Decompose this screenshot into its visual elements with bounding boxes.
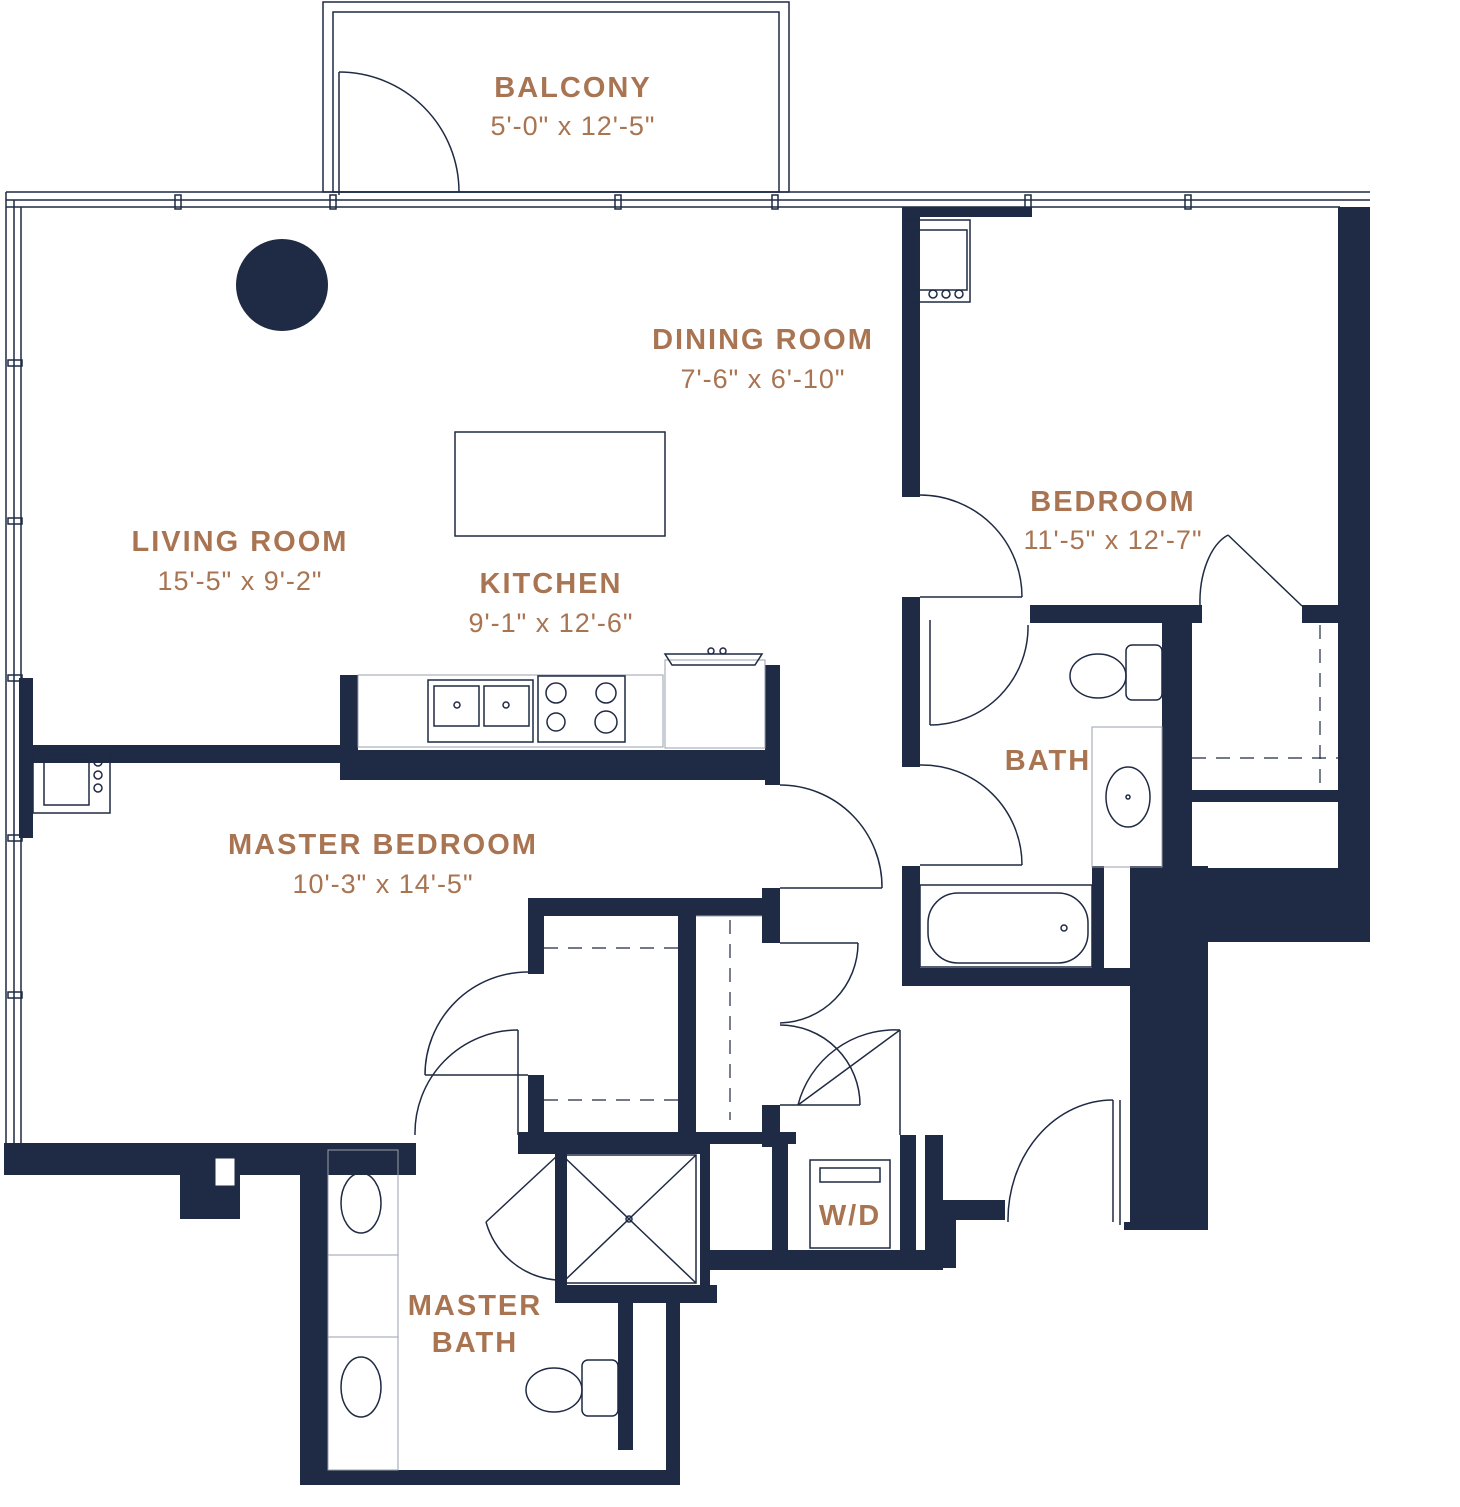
dining-room-name: DINING ROOM — [652, 324, 874, 356]
balcony-name: BALCONY — [494, 72, 651, 104]
dining-room-dims: 7'-6" x 6'-10" — [680, 364, 845, 394]
master-bath-name-line1: MASTER — [408, 1290, 542, 1322]
bath-name: BATH — [1005, 745, 1091, 777]
kitchen-fixtures — [32, 219, 971, 814]
master-bath-name-line2: BATH — [432, 1327, 518, 1359]
kitchen-name: KITCHEN — [480, 568, 623, 600]
master-bedroom-dims: 10'-3" x 14'-5" — [292, 869, 473, 899]
walls — [4, 207, 1370, 1485]
living-room-dims: 15'-5" x 9'-2" — [157, 566, 322, 596]
master-bedroom-name: MASTER BEDROOM — [228, 829, 538, 861]
washer-dryer-label: W/D — [819, 1200, 881, 1232]
bath-fixtures — [327, 644, 1163, 1471]
bedroom-name: BEDROOM — [1030, 486, 1195, 518]
bedroom-dims: 11'-5" x 12'-7" — [1023, 525, 1202, 555]
balcony-dims: 5'-0" x 12'-5" — [490, 111, 655, 141]
closet-lines — [544, 625, 1355, 1120]
living-room-name: LIVING ROOM — [132, 526, 349, 558]
doors — [414, 494, 1303, 1281]
room-labels: BALCONY 5'-0" x 12'-5" DINING ROOM 7'-6"… — [132, 72, 1202, 1359]
kitchen-dims: 9'-1" x 12'-6" — [468, 608, 633, 638]
window-wall — [5, 191, 1370, 1145]
